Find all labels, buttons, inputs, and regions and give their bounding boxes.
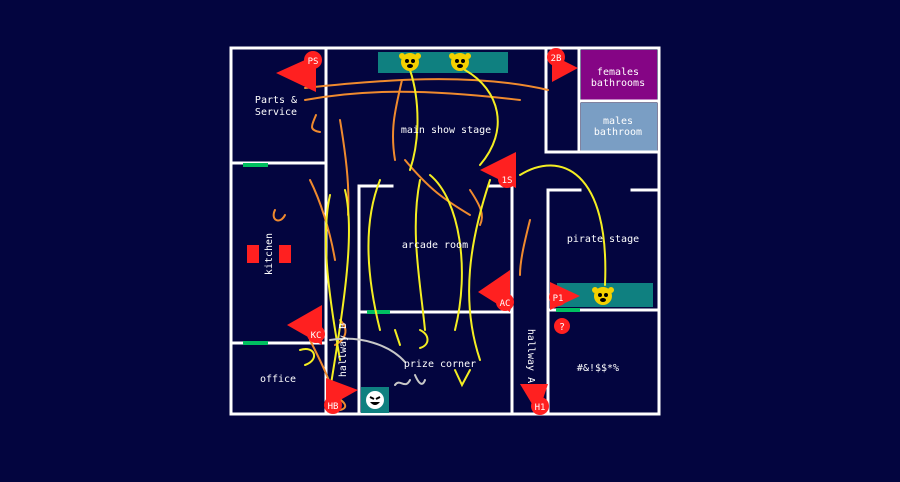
label-hallway-b: hallway B [338,323,349,377]
camera-label-ps: PS [308,57,319,67]
label-hallway-a: hallway A [525,329,536,383]
doors [243,163,580,345]
animatronic-face-icon [399,53,421,71]
walls [229,46,661,416]
kitchen-appliance-left [247,245,259,263]
yellow-paths [299,69,607,391]
camera-p1[interactable]: P1 [549,282,580,310]
gray-paths [329,337,426,386]
label-females-2: bathrooms [591,78,645,89]
puppet-face-icon [361,387,389,413]
label-parts-service-2: Service [255,107,297,118]
camera-label-ac: AC [500,299,511,309]
camera-h1[interactable]: H1 [520,384,549,415]
label-office: office [260,374,296,385]
animatronic-face-icon [449,53,471,71]
camera-label-2b: 2B [551,54,562,64]
label-pirate-stage: pirate stage [567,234,639,245]
label-main-show-stage: main show stage [401,125,491,136]
orange-paths [272,78,549,411]
main-stage-platform [378,52,508,73]
camera-label-hb: HB [328,402,339,412]
camera-1s[interactable]: 1S [480,152,516,188]
label-prize-corner: prize corner [404,359,476,370]
camera-label-1s: 1S [502,176,513,186]
label-kitchen: kitchen [264,233,275,275]
camera-ps[interactable]: PS [276,51,322,92]
camera-label-h1: H1 [535,403,546,413]
camera-kc[interactable]: KC [287,305,325,345]
label-parts-service-1: Parts & [255,95,297,106]
label-arcade-room: arcade room [402,240,468,251]
label-males-1: males [603,116,633,127]
male-bathroom-fill [581,103,657,151]
camera-ac[interactable]: AC [478,270,514,312]
camera-question[interactable]: ? [554,318,570,334]
camera-label-kc: KC [311,331,322,341]
label-unknown-room: #&!$$*% [577,363,619,374]
label-males-2: bathroom [594,127,642,138]
kitchen-appliance-right [279,245,291,263]
camera-label-p1: P1 [553,294,564,304]
camera-2b[interactable]: 2B [547,48,578,82]
camera-hb[interactable]: HB [324,378,358,414]
label-females-1: females [597,67,639,78]
female-bathroom-fill [581,50,657,100]
animatronic-face-icon [592,287,614,305]
camera-label-question: ? [559,322,565,333]
